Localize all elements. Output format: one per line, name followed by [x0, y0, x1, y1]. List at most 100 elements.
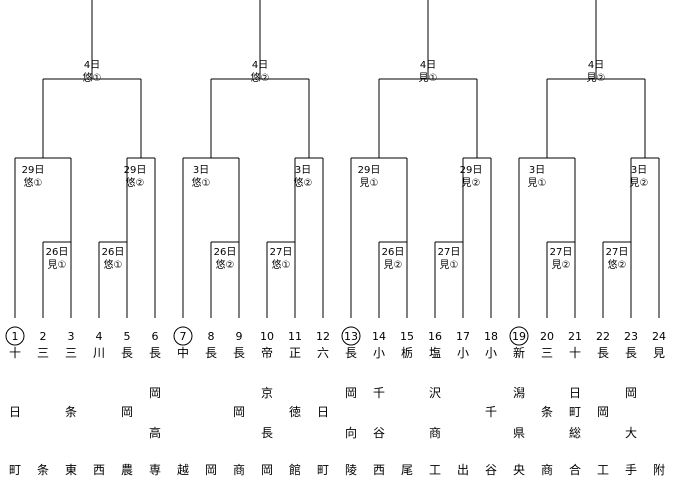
game-day: 3日 — [295, 165, 311, 176]
team-name-char: 三 — [541, 346, 553, 360]
team-seed: 16 — [428, 330, 442, 343]
team-name-char: 央 — [513, 463, 525, 477]
team-name-char: 高 — [149, 425, 161, 440]
team-name-char: 新 — [513, 345, 525, 360]
team-name-char: 条 — [541, 405, 553, 419]
team-name-char: 総 — [569, 426, 581, 440]
team-name-char: 陵 — [345, 463, 357, 477]
team-name-char: 商 — [233, 462, 245, 477]
team-name-char: 岡 — [261, 463, 273, 477]
team-name-char: 工 — [429, 463, 441, 477]
team-name-char: 工 — [597, 463, 609, 477]
game-day: 26日 — [46, 247, 69, 258]
team-name-char: 長 — [121, 346, 133, 360]
team-seed: 18 — [484, 330, 498, 343]
team-seed: 12 — [316, 330, 330, 343]
team-seed: 5 — [124, 330, 131, 343]
team-seed: 19 — [512, 330, 526, 343]
team-name-char: 日 — [569, 386, 581, 400]
seed-circle — [509, 326, 529, 346]
team-name-char: 岡 — [205, 463, 217, 477]
team-seed: 8 — [208, 330, 215, 343]
game-day: 26日 — [214, 247, 237, 258]
team-name-char: 岡 — [625, 386, 637, 400]
team-seed: 10 — [260, 330, 274, 343]
team-name-char: 商 — [541, 462, 553, 477]
team-name-char: 長 — [261, 426, 273, 440]
team-entry: 8 長岡 — [205, 330, 217, 477]
team-name-char: 条 — [37, 463, 49, 477]
game-venue: 見① — [440, 259, 459, 271]
team-seed: 4 — [96, 330, 103, 343]
team-name-char: 栃 — [401, 346, 413, 360]
team-seed: 11 — [288, 330, 302, 343]
team-seed: 3 — [68, 330, 75, 343]
game-day: 3日 — [193, 165, 209, 176]
team-name-char: 農 — [121, 463, 133, 477]
team-name-char: 沢 — [429, 386, 441, 400]
team-name-char: 小 — [485, 346, 497, 360]
team-seed: 14 — [372, 330, 386, 343]
team-name-char: 六 — [317, 346, 329, 360]
game-day: 3日 — [529, 165, 545, 176]
team-name-char: 潟 — [513, 386, 525, 400]
game-venue: 悠① — [104, 258, 123, 271]
game-venue: 悠① — [272, 258, 291, 271]
team-name-char: 出 — [457, 463, 469, 477]
team-name-char: 町 — [9, 463, 21, 477]
team-name-char: 帝 — [261, 345, 273, 360]
team-name-char: 見 — [653, 346, 665, 360]
team-name-char: 長 — [625, 346, 637, 360]
team-name-char: 岡 — [149, 386, 161, 400]
team-name-char: 正 — [289, 346, 301, 360]
game-venue: 悠① — [24, 176, 43, 189]
game-day: 26日 — [102, 247, 125, 258]
game-venue: 見① — [419, 72, 438, 84]
team-name-char: 町 — [317, 463, 329, 477]
game-day: 4日 — [252, 60, 268, 71]
team-seed: 1 — [12, 330, 19, 343]
team-seed: 17 — [456, 330, 470, 343]
game-venue: 見① — [528, 177, 547, 189]
team-name-char: 大 — [625, 426, 637, 440]
team-name-char: 京 — [261, 386, 273, 400]
game-day: 29日 — [22, 165, 45, 176]
team-name-char: 塩 — [429, 345, 441, 360]
team-name-char: 県 — [513, 426, 525, 440]
team-name-char: 川 — [93, 346, 105, 360]
game-day: 29日 — [460, 165, 483, 176]
team-name-char: 十 — [569, 346, 581, 360]
game-venue: 見② — [630, 177, 649, 189]
team-name-char: 長 — [205, 346, 217, 360]
game-venue: 悠② — [294, 176, 313, 189]
game-venue: 見① — [48, 259, 67, 271]
team-name-char: 尾 — [401, 463, 413, 477]
game-venue: 悠② — [608, 258, 627, 271]
team-name-char: 条 — [65, 405, 77, 419]
team-seed: 23 — [624, 330, 638, 343]
